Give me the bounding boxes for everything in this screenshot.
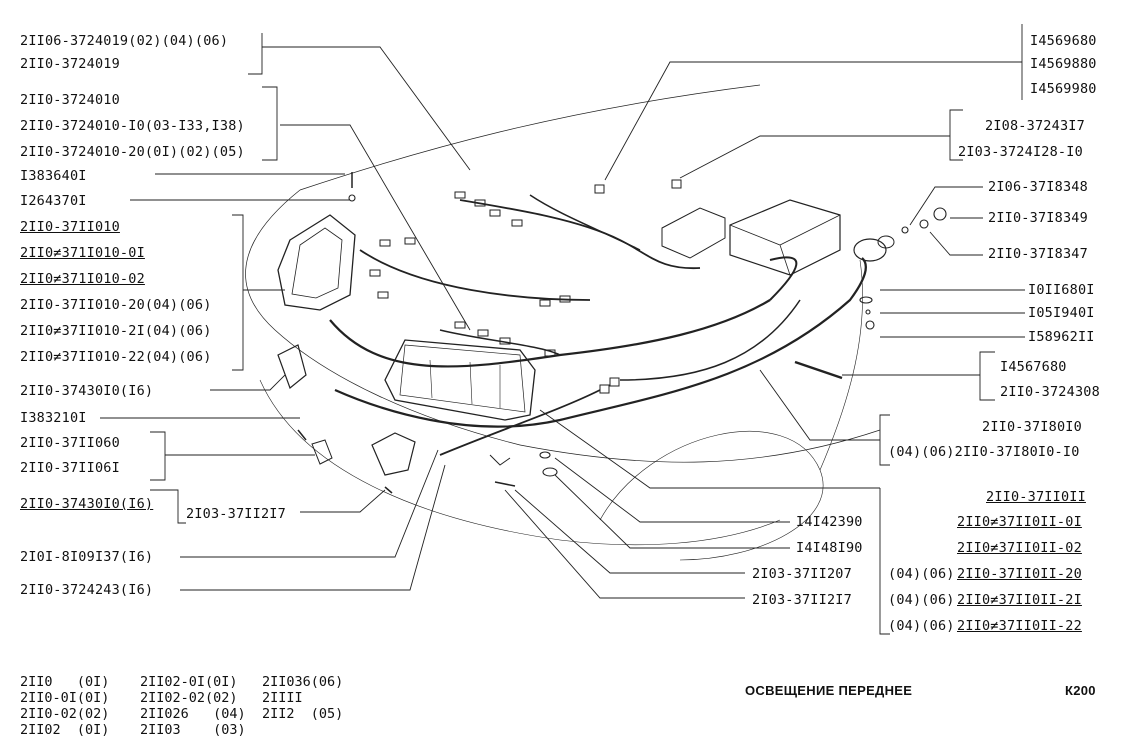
part-label: 2II0≠37II010-2I(04)(06) xyxy=(20,323,212,339)
model-code: 2II0-0I(0I) xyxy=(20,690,110,706)
part-label: 2I08-37243I7 xyxy=(985,118,1085,134)
part-label: 2II0-3724010 xyxy=(20,92,120,108)
model-code: 2II0-02(02) xyxy=(20,706,110,722)
part-label: 2II0-37II0II xyxy=(986,489,1086,505)
part-label: I4569680 xyxy=(1030,33,1097,49)
part-label: 2I03-37II207 xyxy=(752,566,852,582)
part-label: 2I03-37II2I7 xyxy=(752,592,852,608)
part-label-prefix: (04)(06) xyxy=(888,566,955,582)
part-label: 2II0-3724243(I6) xyxy=(20,582,154,598)
model-code: 2II036(06) xyxy=(262,674,344,690)
part-label: 2II0-3724019 xyxy=(20,56,120,72)
part-label: 2II0-37II06I xyxy=(20,460,120,476)
model-code: 2II02-02(02) xyxy=(140,690,238,706)
part-label: 2II0≠371I010-02 xyxy=(20,271,145,287)
part-label: I0II680I xyxy=(1028,282,1095,298)
part-label: I4I42390 xyxy=(796,514,863,530)
part-label: I264370I xyxy=(20,193,87,209)
model-code: 2II026 (04) xyxy=(140,706,246,722)
part-label: 2II06-3724019(02)(04)(06) xyxy=(20,33,229,49)
model-code: 2IIII xyxy=(262,690,303,706)
part-label: 2II0-3724308 xyxy=(1000,384,1100,400)
part-label: 2II0-37II060 xyxy=(20,435,120,451)
part-label: 2II0≠371I010-0I xyxy=(20,245,145,261)
part-label: 2II0-37I80I0 xyxy=(982,419,1082,435)
part-label: I4569880 xyxy=(1030,56,1097,72)
model-code: 2II2 (05) xyxy=(262,706,344,722)
part-label: I05I940I xyxy=(1028,305,1095,321)
part-label: 2II0-37430I0(I6) xyxy=(20,496,154,512)
model-code: 2II02-0I(0I) xyxy=(140,674,238,690)
part-label: 2II0-37II010 xyxy=(20,219,120,235)
part-label-prefix: (04)(06) xyxy=(888,592,955,608)
part-label: 2II0≠37II0II-0I xyxy=(957,514,1082,530)
model-code: 2II02 (0I) xyxy=(20,722,110,738)
part-label: I58962II xyxy=(1028,329,1095,345)
model-code: 2II03 (03) xyxy=(140,722,246,738)
part-label: 2II0≠37II0II-2I xyxy=(957,592,1082,608)
part-label-prefix: (04)(06) xyxy=(888,618,955,634)
part-label: 2II0≠37II0II-02 xyxy=(957,540,1082,556)
part-label: I383640I xyxy=(20,168,87,184)
page-title: ОСВЕЩЕНИЕ ПЕРЕДНЕЕ xyxy=(745,683,913,698)
part-label: I4569980 xyxy=(1030,81,1097,97)
part-label: 2II0-3724010-I0(03-I33,I38) xyxy=(20,118,245,134)
part-label: I4I48I90 xyxy=(796,540,863,556)
part-label: (04)(06)2II0-37I80I0-I0 xyxy=(888,444,1080,460)
part-label: 2II0≠37II010-22(04)(06) xyxy=(20,349,212,365)
part-label: 2II0-37I8349 xyxy=(988,210,1088,226)
part-label: 2II0-3724010-20(0I)(02)(05) xyxy=(20,144,245,160)
part-label: 2II0-37II010-20(04)(06) xyxy=(20,297,212,313)
part-label: I383210I xyxy=(20,410,87,426)
part-label: 2II0≠37II0II-22 xyxy=(957,618,1082,634)
page-number: К200 xyxy=(1065,683,1096,698)
part-label: I4567680 xyxy=(1000,359,1067,375)
part-label: 2I03-37II2I7 xyxy=(186,506,286,522)
part-label: 2II0-37I8347 xyxy=(988,246,1088,262)
model-code: 2II0 (0I) xyxy=(20,674,110,690)
part-label: 2II0-37II0II-20 xyxy=(957,566,1082,582)
part-label: 2I0I-8I09I37(I6) xyxy=(20,549,154,565)
part-label: 2I06-37I8348 xyxy=(988,179,1088,195)
part-label: 2II0-37430I0(I6) xyxy=(20,383,154,399)
part-label: 2I03-3724I28-I0 xyxy=(958,144,1083,160)
